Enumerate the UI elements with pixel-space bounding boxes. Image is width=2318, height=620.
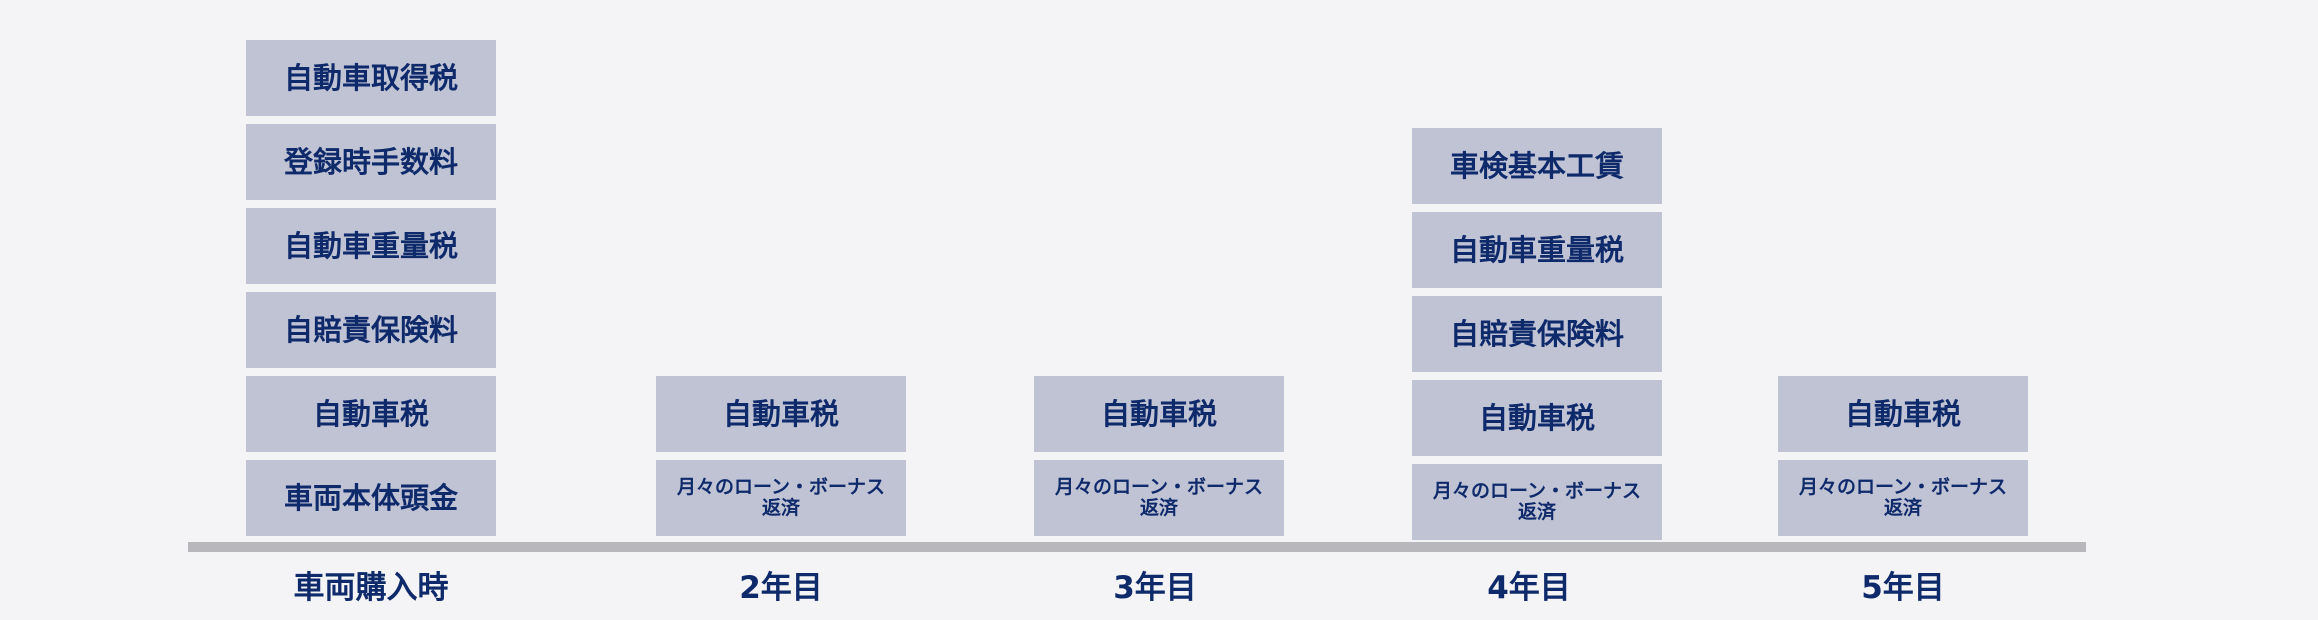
loan-repayment-text: 月々のローン・ボーナス返済 xyxy=(1054,476,1264,519)
cost-block-automobile-tax: 自動車税 xyxy=(1034,376,1284,452)
cost-block-weight-tax: 自動車重量税 xyxy=(246,208,496,284)
column-label-year-3: 3年目 xyxy=(1113,570,1197,606)
cost-block-loan-repayment: 月々のローン・ボーナス返済 xyxy=(656,460,906,536)
timeline-baseline xyxy=(188,542,2086,552)
cost-block-loan-repayment: 月々のローン・ボーナス返済 xyxy=(1412,464,1662,540)
loan-repayment-text: 月々のローン・ボーナス返済 xyxy=(1798,476,2008,519)
cost-block-automobile-tax: 自動車税 xyxy=(1778,376,2028,452)
cost-block-inspection-labor: 車検基本工賃 xyxy=(1412,128,1662,204)
cost-block-acquisition-tax: 自動車取得税 xyxy=(246,40,496,116)
cost-block-liability-insurance: 自賠責保険料 xyxy=(1412,296,1662,372)
column-label-year-2: 2年目 xyxy=(739,570,823,606)
loan-repayment-text: 月々のローン・ボーナス返済 xyxy=(676,476,886,519)
cost-block-automobile-tax: 自動車税 xyxy=(246,376,496,452)
loan-repayment-text: 月々のローン・ボーナス返済 xyxy=(1432,480,1642,523)
column-label-year-4: 4年目 xyxy=(1487,570,1571,606)
cost-block-loan-repayment: 月々のローン・ボーナス返済 xyxy=(1034,460,1284,536)
cost-block-weight-tax: 自動車重量税 xyxy=(1412,212,1662,288)
cost-block-liability-insurance: 自賠責保険料 xyxy=(246,292,496,368)
cost-block-registration-fee: 登録時手数料 xyxy=(246,124,496,200)
cost-block-down-payment: 車両本体頭金 xyxy=(246,460,496,536)
cost-block-loan-repayment: 月々のローン・ボーナス返済 xyxy=(1778,460,2028,536)
column-label-purchase: 車両購入時 xyxy=(293,570,449,606)
cost-block-automobile-tax: 自動車税 xyxy=(1412,380,1662,456)
column-label-year-5: 5年目 xyxy=(1861,570,1945,606)
cost-block-automobile-tax: 自動車税 xyxy=(656,376,906,452)
